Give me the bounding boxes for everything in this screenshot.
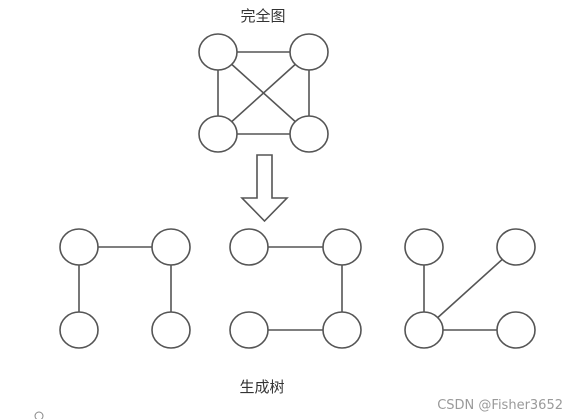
edge [217, 51, 310, 135]
diagram-title: 完全图 [240, 7, 285, 25]
watermark: CSDN @Fisher3652 [437, 398, 563, 413]
graph-node [322, 228, 362, 266]
edge [423, 246, 517, 331]
stray-mark [34, 411, 44, 419]
graph-node [229, 228, 269, 266]
graph-node [404, 228, 444, 266]
graph-node [289, 33, 329, 71]
complete-graph [198, 33, 329, 153]
graph-node [59, 228, 99, 266]
graph-node [198, 115, 238, 153]
graph-node [289, 115, 329, 153]
graph-node [496, 311, 536, 349]
graph-node [322, 311, 362, 349]
diagram-caption: 生成树 [239, 378, 284, 396]
down-arrow-icon [240, 154, 289, 223]
graph-node [59, 311, 99, 349]
graph-node [198, 33, 238, 71]
complete-graph-nodes [198, 33, 329, 153]
graph-node [151, 311, 191, 349]
spanning-tree-2 [229, 228, 362, 349]
spanning-tree-3 [404, 228, 536, 349]
graph-node [229, 311, 269, 349]
spanning-tree-nodes [59, 228, 191, 349]
spanning-tree-nodes [404, 228, 536, 349]
spanning-tree-1 [59, 228, 191, 349]
graph-node [151, 228, 191, 266]
spanning-tree-nodes [229, 228, 362, 349]
graph-node [496, 228, 536, 266]
graph-node [404, 311, 444, 349]
